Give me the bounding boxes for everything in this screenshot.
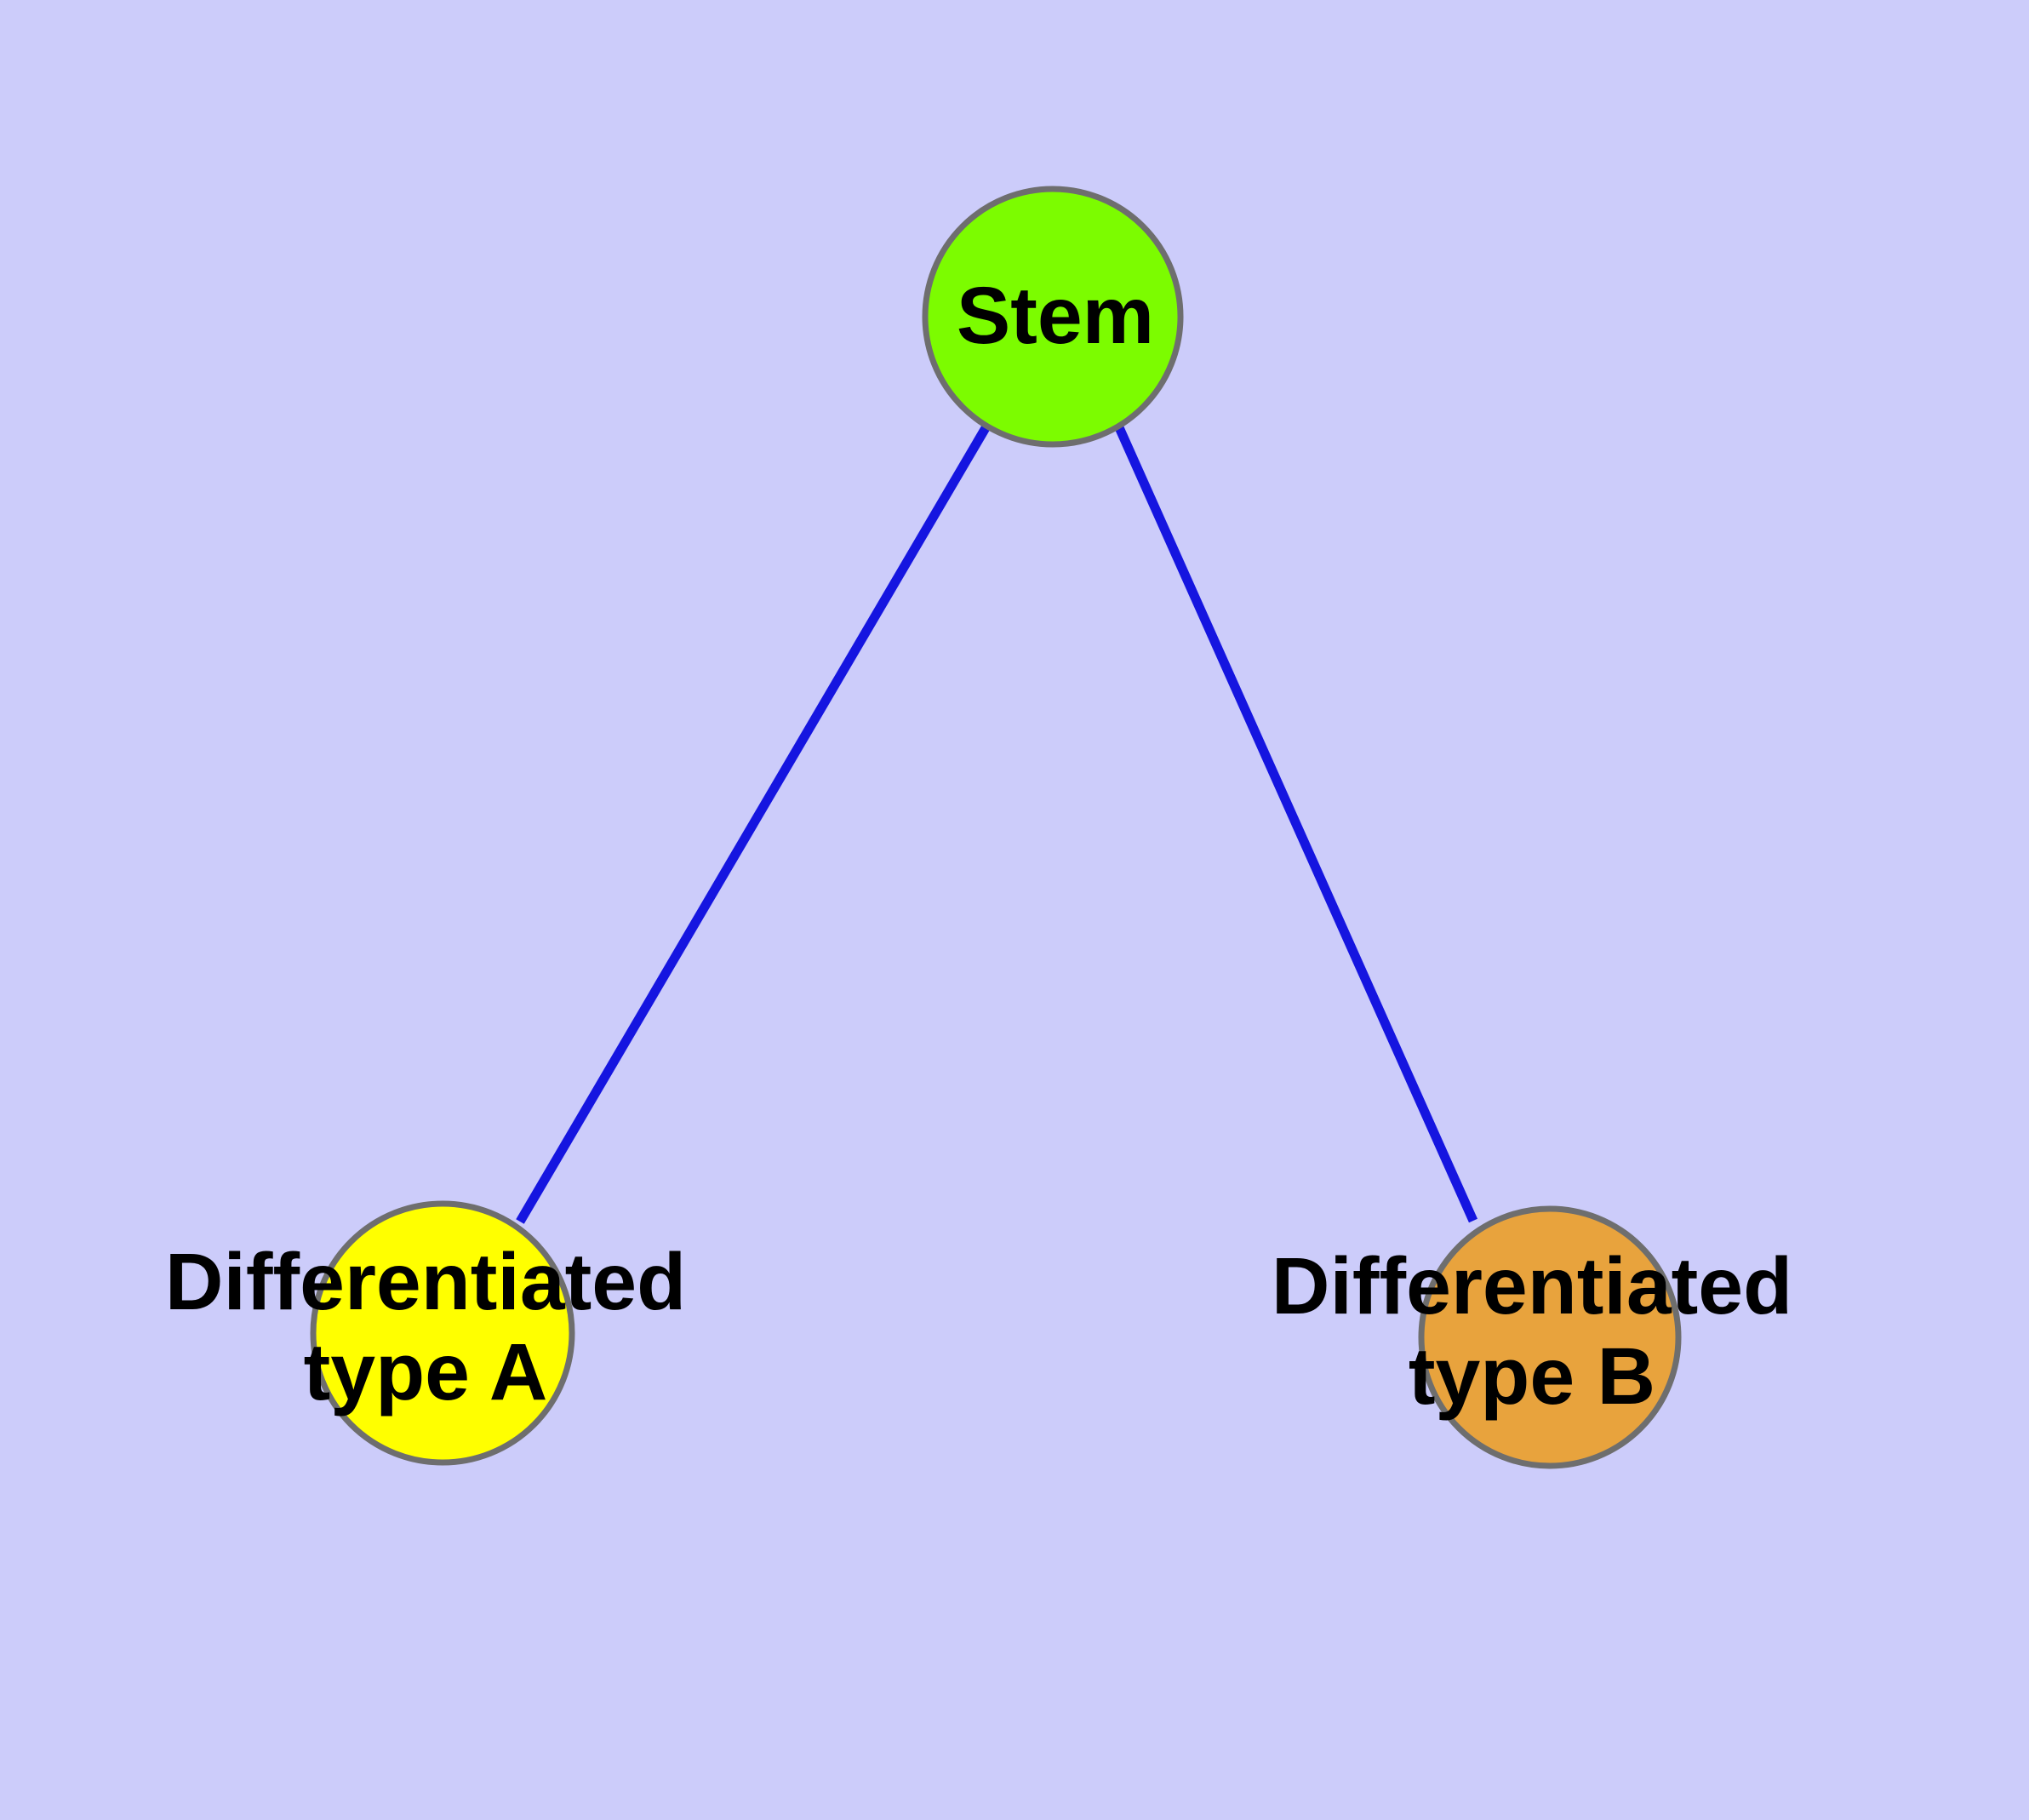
node-differentiated-type-a[interactable] <box>310 1200 575 1466</box>
node-stem-label: Stem <box>957 271 1154 361</box>
node-differentiated-type-a-circle[interactable] <box>310 1200 575 1466</box>
node-differentiated-type-b[interactable] <box>1418 1205 1682 1469</box>
edge-stem-to-differentiated-type-a[interactable] <box>516 424 991 1224</box>
node-differentiated-type-b-circle[interactable] <box>1418 1205 1682 1469</box>
edge-stem-to-differentiated-type-b[interactable] <box>1113 423 1478 1223</box>
node-layer <box>310 186 1682 1469</box>
node-stem-circle[interactable] <box>922 186 1184 448</box>
edge-layer <box>516 423 1478 1224</box>
node-stem[interactable] <box>922 186 1184 448</box>
